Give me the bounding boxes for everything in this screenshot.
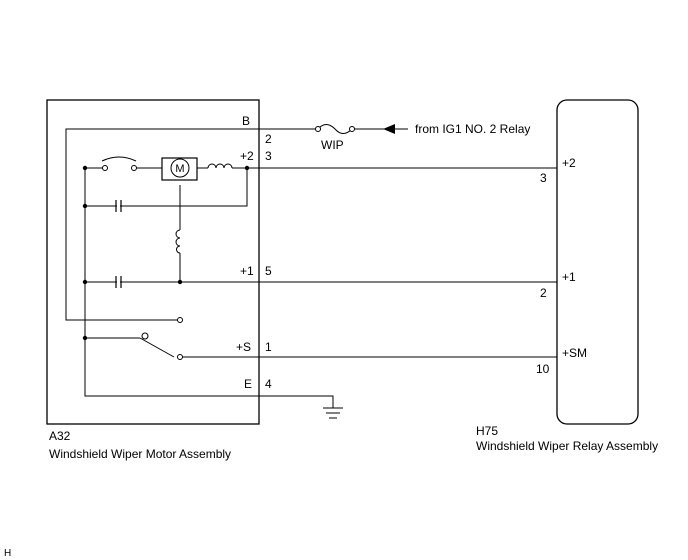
motor-pin-s-number: 1 (265, 340, 272, 354)
source-label: from IG1 NO. 2 Relay (415, 122, 530, 136)
junction-dot (82, 335, 88, 341)
motor-icon: M (161, 157, 198, 181)
motor-pin-b-number: 2 (265, 132, 272, 146)
junction-dot (82, 165, 88, 171)
relay-pin-plus1-number: 2 (540, 286, 547, 300)
relay-pin-plus2-number: 3 (540, 171, 547, 185)
relay-pin-plus2-label: +2 (562, 156, 576, 170)
terminal-park (177, 317, 183, 323)
breaker-icon (101, 156, 137, 171)
relay-code: H75 (476, 424, 498, 438)
junction-dot (177, 279, 183, 285)
motor-pin-plus2-number: 3 (265, 149, 272, 163)
switch-icon (139, 332, 183, 360)
corner-mark: H (4, 548, 11, 559)
junction-dot (82, 279, 88, 285)
coil-icon (207, 163, 233, 169)
fuse-label: WIP (321, 138, 344, 152)
motor-pin-b-label: B (242, 114, 250, 128)
fuse-icon (315, 124, 355, 134)
source-arrow-icon (383, 124, 408, 134)
ground-icon (323, 407, 343, 419)
relay-name: Windshield Wiper Relay Assembly (476, 439, 658, 453)
motor-assembly-box (46, 99, 260, 425)
motor-pin-s-label: +S (236, 340, 251, 354)
motor-symbol: M (175, 163, 184, 175)
motor-pin-plus1-label: +1 (240, 264, 254, 278)
capacitor-lower-icon (115, 276, 122, 288)
motor-name: Windshield Wiper Motor Assembly (49, 447, 231, 461)
wire-ground (84, 168, 334, 408)
relay-pin-sm-number: 10 (536, 362, 550, 376)
wire-motor-top (85, 167, 248, 207)
motor-pin-e-number: 4 (265, 377, 272, 391)
relay-pin-plus1-label: +1 (562, 270, 576, 284)
coil-vertical-icon (175, 229, 181, 254)
junction-dot (244, 165, 250, 171)
relay-pin-sm-label: +SM (562, 346, 587, 360)
motor-pin-e-label: E (244, 377, 252, 391)
wire-b (65, 128, 383, 321)
motor-pin-plus1-number: 5 (265, 264, 272, 278)
relay-assembly-box (556, 99, 639, 425)
motor-pin-plus2-label: +2 (240, 149, 254, 163)
motor-code: A32 (49, 429, 71, 443)
junction-dot (82, 203, 88, 209)
capacitor-icon (115, 200, 122, 212)
